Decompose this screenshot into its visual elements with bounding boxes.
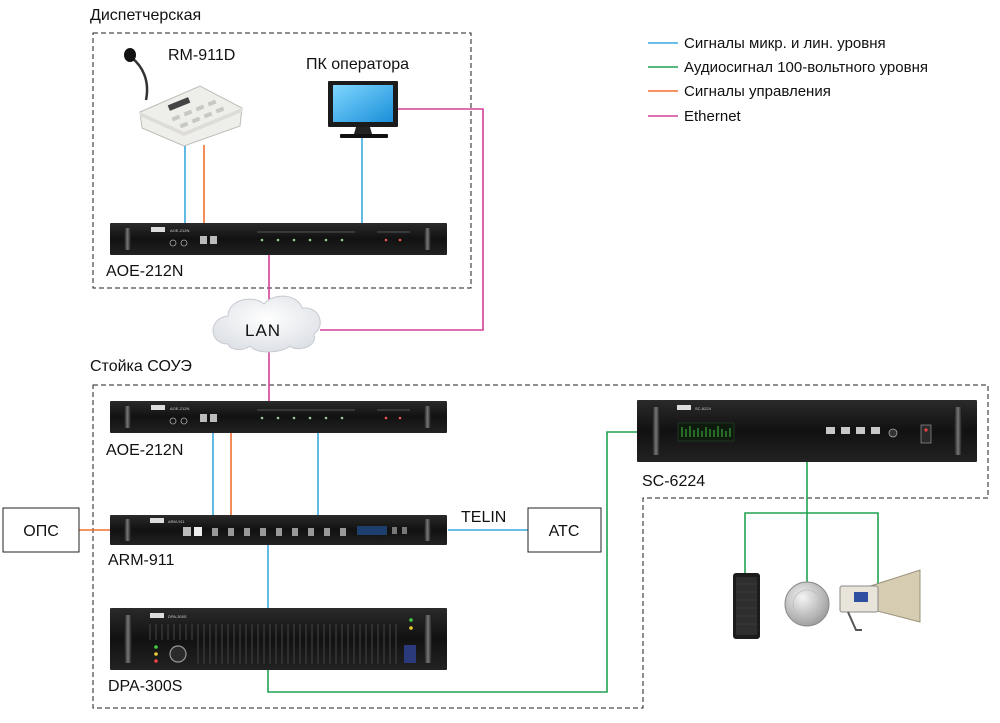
svg-text:SC-6224: SC-6224 — [695, 406, 712, 411]
ats-label: АТС — [549, 523, 580, 540]
ceiling-speaker-icon — [784, 581, 830, 627]
svg-text:AOE-212N: AOE-212N — [170, 406, 189, 411]
operator-pc-monitor — [328, 81, 398, 138]
operator-pc-label: ПК оператора — [306, 56, 409, 73]
microphone-icon — [124, 48, 136, 62]
sc6224-unit: SC-6224 — [637, 400, 977, 462]
ops-label: ОПС — [23, 523, 59, 540]
legend-label-3: Ethernet — [684, 108, 742, 125]
ats-box: АТС — [527, 507, 602, 553]
horn-speaker-icon — [839, 569, 921, 631]
telin-label: TELIN — [461, 509, 506, 526]
rack-zone-title: Стойка СОУЭ — [90, 358, 192, 375]
dispatch-zone-frame — [92, 32, 472, 289]
svg-text:AOE-212N: AOE-212N — [170, 228, 189, 233]
audio-line-dpa-sc — [267, 431, 640, 693]
aoe212n-top-unit: AOE-212N — [110, 223, 447, 255]
rm911d-label: RM-911D — [168, 47, 235, 64]
rm911d-console — [124, 48, 243, 147]
volume-knob-icon — [169, 645, 187, 663]
arm911-unit: ARM-911 — [110, 515, 447, 545]
aoe212n-top-label: AOE-212N — [106, 263, 183, 280]
svg-text:ARM-911: ARM-911 — [168, 519, 185, 524]
ethernet-line-pc-lan — [320, 108, 484, 331]
legend-label-1: Аудиосигнал 100-вольтного уровня — [684, 59, 928, 76]
dpa300s-unit: DPA-300S — [110, 608, 447, 670]
dpa300s-label: DPA-300S — [108, 678, 182, 695]
legend-label-2: Сигналы управления — [684, 83, 831, 100]
aoe212n-rack-unit: AOE-212N — [110, 401, 447, 433]
dispatch-zone-title: Диспетчерская — [90, 7, 201, 24]
legend-label-0: Сигналы микр. и лин. уровня — [684, 35, 886, 52]
rack-zone-frame — [92, 384, 989, 709]
column-speaker-icon — [733, 573, 760, 639]
audio-line-speaker-bus — [744, 512, 879, 590]
lan-label: LAN — [245, 321, 281, 340]
sc6224-label: SC-6224 — [642, 473, 705, 490]
svg-text:DPA-300S: DPA-300S — [168, 614, 187, 619]
ops-box: ОПС — [2, 507, 80, 553]
aoe212n-rack-label: AOE-212N — [106, 442, 183, 459]
legend: Сигналы микр. и лин. уровня Аудиосигнал … — [648, 35, 928, 125]
arm911-label: ARM-911 — [108, 552, 174, 569]
lan-cloud-icon: LAN — [212, 295, 321, 353]
